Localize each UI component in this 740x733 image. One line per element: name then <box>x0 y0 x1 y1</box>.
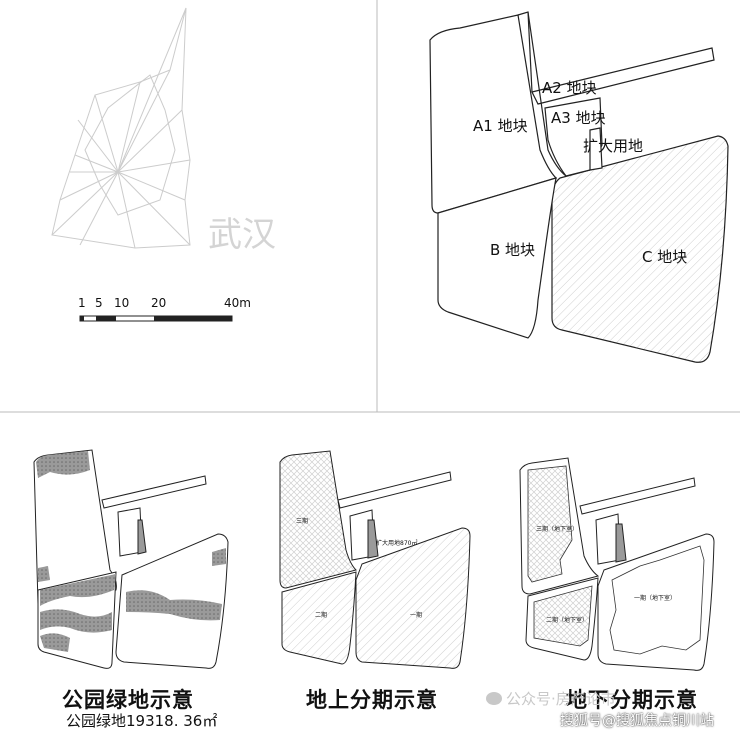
scale-tick: 1 <box>78 296 86 310</box>
phase3-zone <box>279 450 357 589</box>
basement-phase3 <box>527 465 573 583</box>
caption-underground: 地下分期示意 <box>566 688 698 712</box>
site-plan-main <box>429 11 729 363</box>
wechat-icon <box>486 692 502 705</box>
phase2-zone <box>281 571 357 665</box>
above-ground-plan <box>279 450 471 669</box>
label-above-phase1: 一期 <box>410 611 422 619</box>
label-a3: A3 地块 <box>551 109 606 127</box>
road-a2 <box>531 47 715 105</box>
label-a1: A1 地块 <box>473 117 528 135</box>
lot-a1 <box>429 14 558 214</box>
watermark-wechat-text: 公众号·房产论市 <box>506 690 616 708</box>
label-below-phase3: 三期（地下室） <box>536 525 578 533</box>
label-above-phase3: 三期 <box>296 517 308 525</box>
label-below-phase2: 二期（地下室） <box>546 616 588 624</box>
watermark-wechat: 公众号·房产论市 <box>486 688 616 709</box>
green-space-area: 公园绿地19318. 36㎡ <box>66 712 218 730</box>
scale-bar: 1 5 10 20 40m <box>78 296 251 322</box>
scale-tick: 40m <box>224 296 251 310</box>
lot-b <box>437 177 557 339</box>
label-b: B 地块 <box>490 241 535 259</box>
basement-phase1 <box>609 545 705 655</box>
label-c: C 地块 <box>642 248 687 266</box>
phase1-zone <box>355 527 471 669</box>
caption-above-ground: 地上分期示意 <box>306 688 438 712</box>
underground-basements <box>527 465 705 655</box>
city-label: 武汉 <box>208 215 276 255</box>
label-above-expand: 扩大用地870㎡ <box>376 539 417 547</box>
green-patches <box>36 451 226 652</box>
label-expanded: 扩大用地 <box>583 137 643 155</box>
label-above-phase2: 二期 <box>315 611 327 619</box>
wind-rose <box>51 7 191 249</box>
scale-tick: 5 <box>95 296 103 310</box>
watermark-sohu: 搜狐号@搜狐焦点铜川站 <box>560 713 714 729</box>
scale-tick: 20 <box>151 296 166 310</box>
label-below-phase1: 一期（地下室） <box>634 594 676 602</box>
caption-green-space: 公园绿地示意 <box>62 688 194 712</box>
basement-phase2 <box>533 585 593 647</box>
label-a2: A2 地块 <box>542 79 597 97</box>
scale-tick: 10 <box>114 296 129 310</box>
expanded-land <box>589 127 603 171</box>
